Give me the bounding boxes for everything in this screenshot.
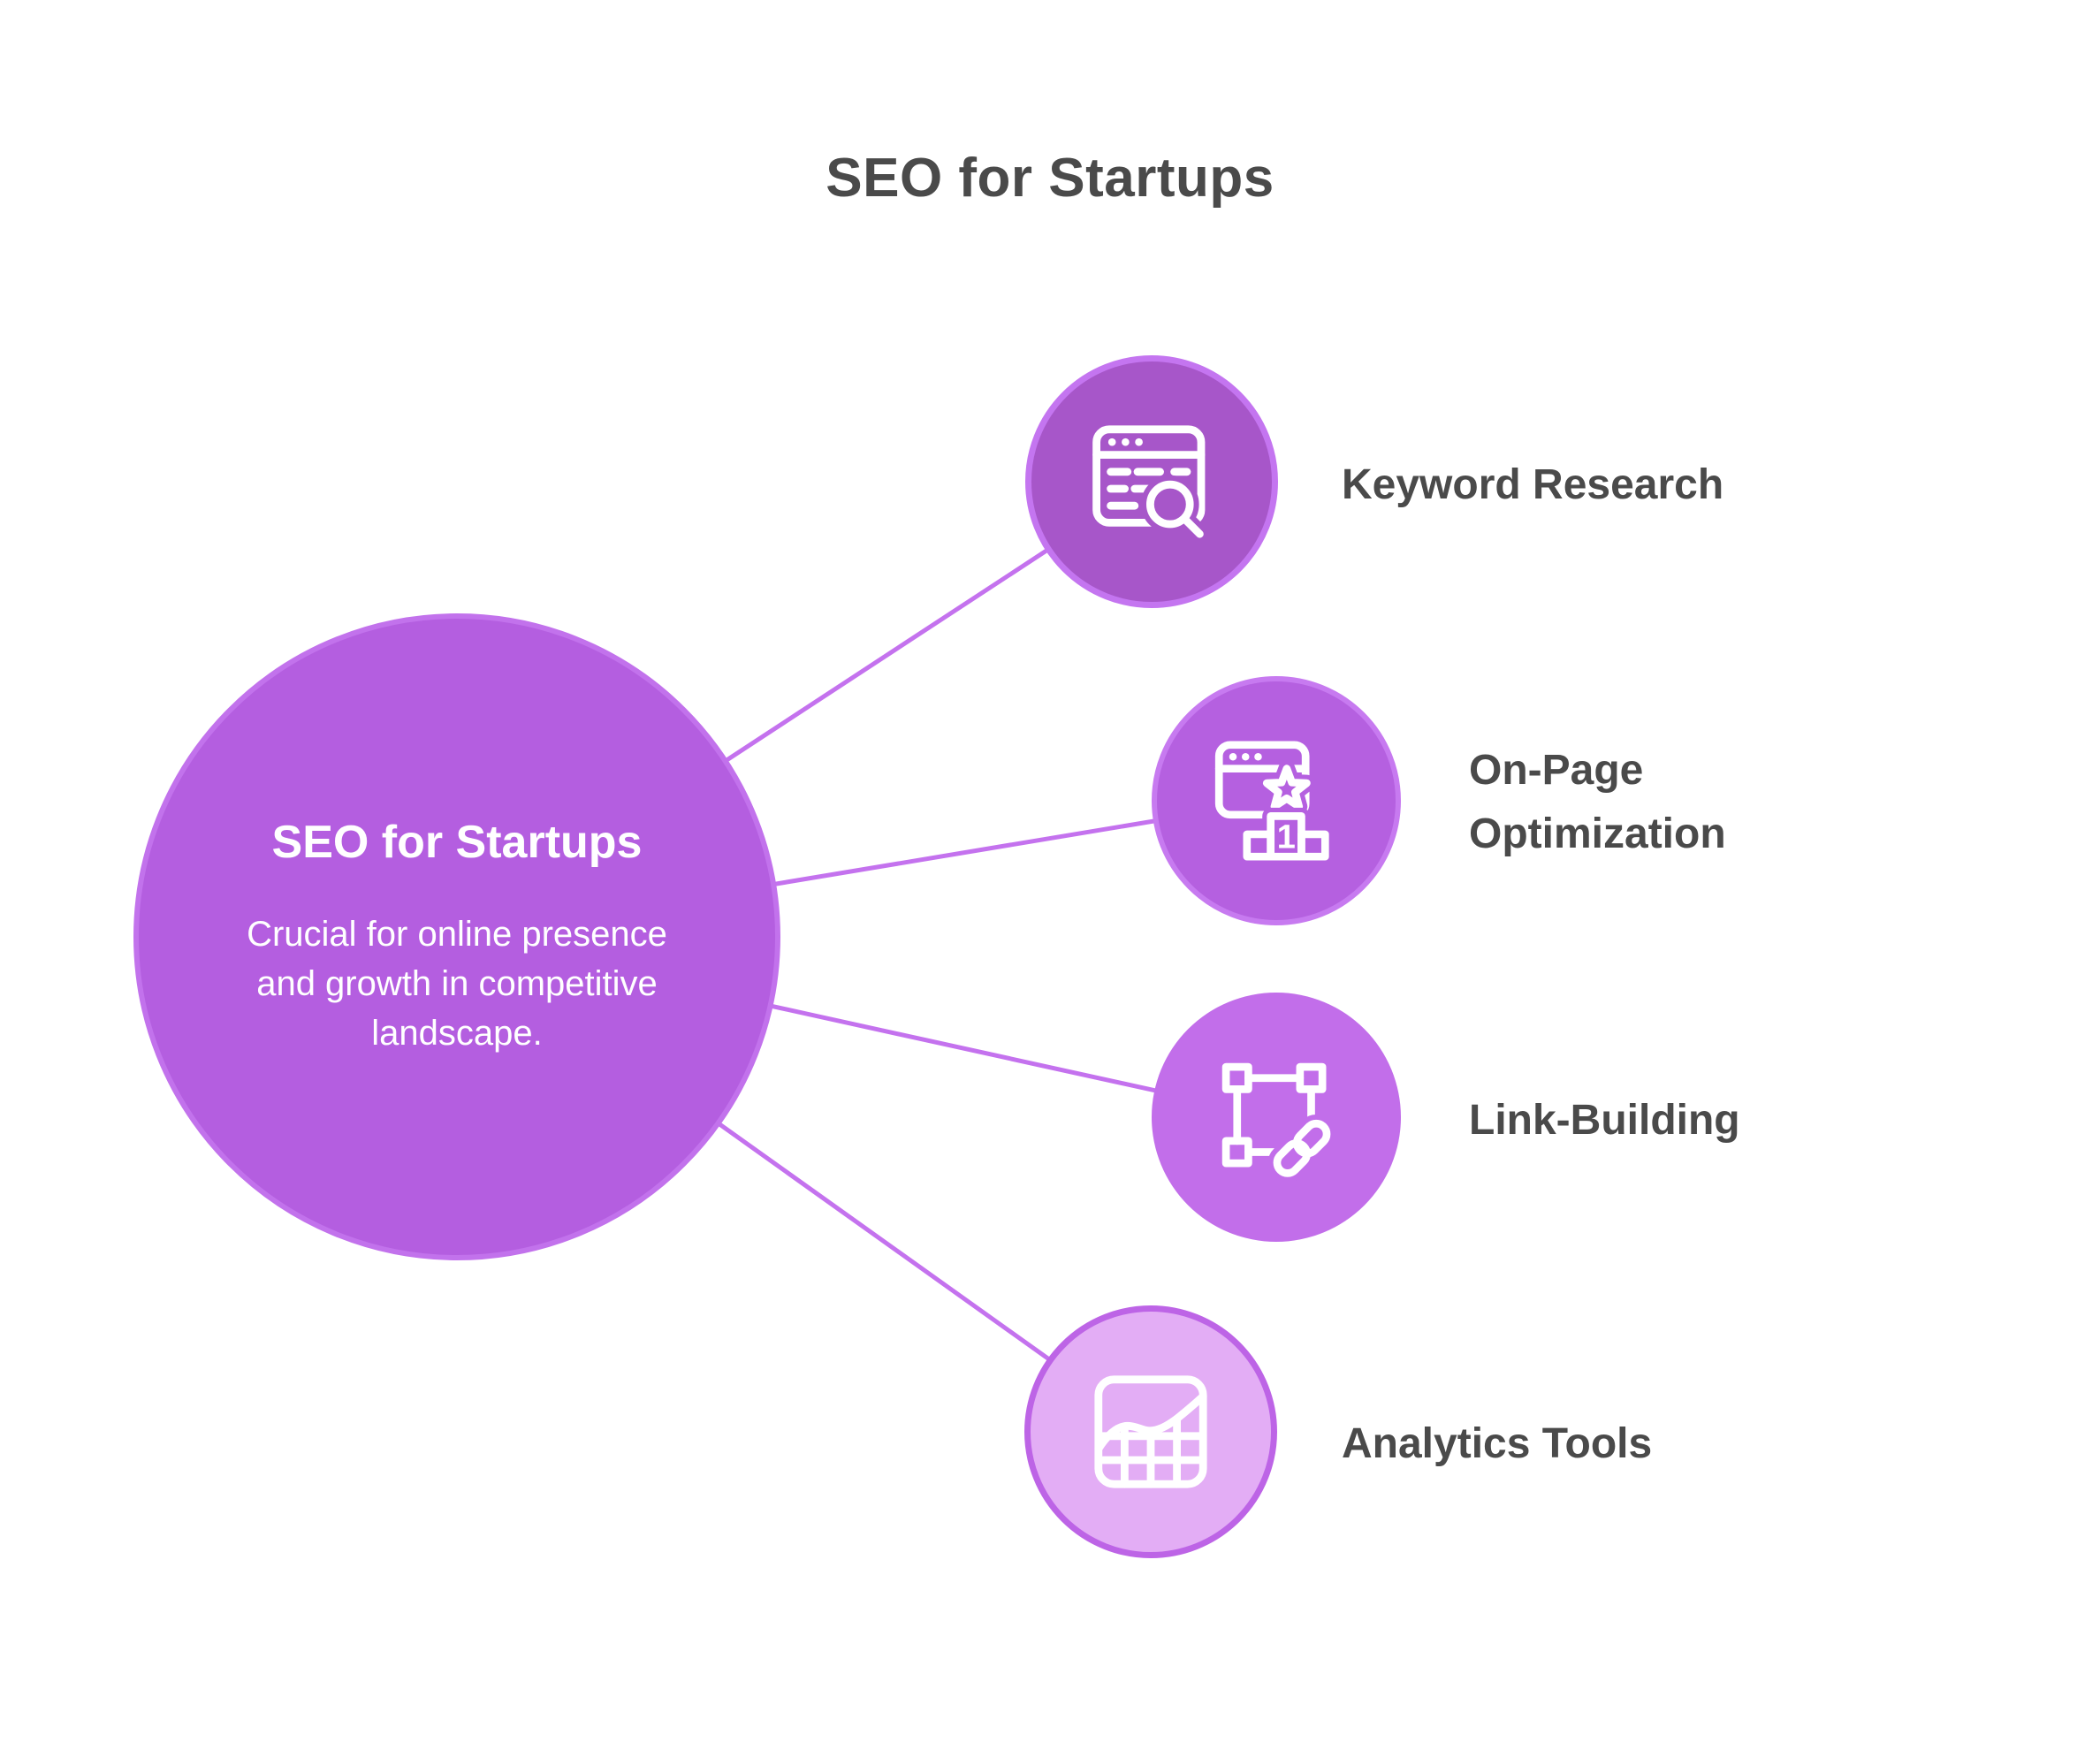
rank-one-badge: 1	[1277, 819, 1296, 856]
center-node: SEO for Startups Crucial for online pres…	[133, 613, 780, 1260]
label-keyword-research: Keyword Research	[1342, 461, 1724, 508]
branch-circle-analytics-tools	[1024, 1305, 1277, 1558]
branch-circle-link-building	[1152, 993, 1401, 1242]
label-on-page-optimization: On-Page Optimization	[1469, 747, 1726, 857]
page-title: SEO for Startups	[826, 148, 1274, 209]
center-node-description: Crucial for online presence and growth i…	[247, 915, 667, 1053]
link-frame-icon	[1221, 1062, 1336, 1183]
branch-circle-on-page-optimization: 1	[1152, 676, 1401, 925]
branch-circle-keyword-research	[1025, 355, 1278, 608]
center-node-heading: SEO for Startups	[271, 817, 643, 868]
page-ranking-icon: 1	[1214, 741, 1329, 865]
analytics-chart-icon	[1094, 1375, 1207, 1488]
browser-search-icon	[1092, 425, 1209, 544]
label-analytics-tools: Analytics Tools	[1342, 1420, 1653, 1467]
label-link-building: Link-Building	[1469, 1097, 1740, 1144]
